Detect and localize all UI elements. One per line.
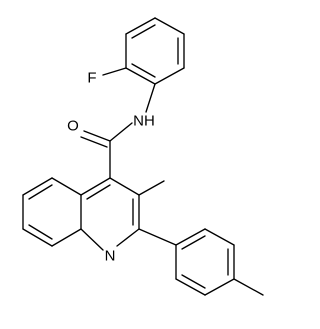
molecule-structure-drawing: F O NH N — [22, 17, 264, 296]
ring-nitrogen-label: N — [105, 248, 116, 265]
bond-lines — [22, 17, 264, 296]
fluorine-atom-label: F — [87, 70, 96, 87]
amide-nitrogen-label: NH — [133, 113, 155, 130]
oxygen-atom-label: O — [67, 118, 79, 135]
atom-labels: F O NH N — [67, 70, 155, 265]
